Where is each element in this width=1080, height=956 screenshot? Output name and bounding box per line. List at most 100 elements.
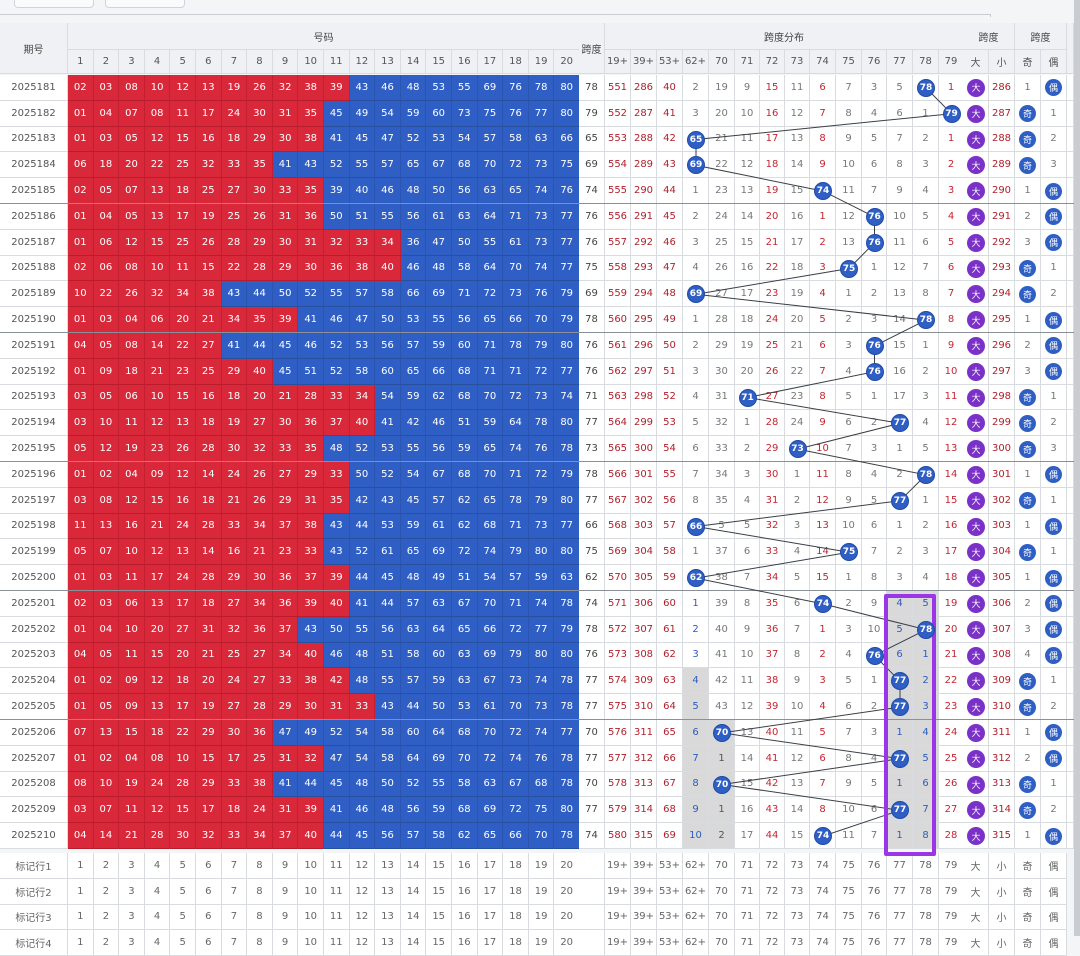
number-cell: 40	[349, 410, 376, 437]
dist-cell: 3	[836, 616, 862, 643]
period-cell: 2025209	[0, 797, 68, 824]
big-marker: 大	[967, 207, 985, 226]
odd-marker: 奇	[1019, 285, 1036, 303]
header-number-col: 1	[68, 50, 94, 74]
number-cell: 19	[119, 436, 145, 462]
number-cell: 70	[477, 462, 504, 488]
footer-dist-cell: 39+	[631, 904, 657, 931]
vertical-scrollbar[interactable]	[1074, 0, 1080, 936]
span-cell: 65	[579, 126, 605, 153]
extra-cell	[1067, 668, 1074, 695]
dist-cell: 44	[760, 823, 785, 849]
number-cell: 59	[426, 333, 452, 359]
bs-cell: 305	[989, 565, 1015, 591]
number-cell: 70	[477, 384, 504, 411]
number-cell: 39	[298, 591, 324, 617]
period-cell: 2025195	[0, 436, 68, 462]
span-marker: 71	[738, 388, 757, 407]
span-cell: 74	[579, 823, 605, 849]
number-cell: 26	[247, 487, 273, 514]
footer-dist-cell: 79	[939, 878, 964, 905]
dist-cell: 2	[913, 358, 939, 385]
dist-cell: 44	[657, 178, 683, 204]
footer-span-cell	[579, 878, 605, 905]
number-cell: 10	[68, 281, 94, 308]
footer-number-cell: 7	[221, 904, 248, 931]
footer-number-cell: 9	[272, 878, 299, 905]
span-marker: 75	[840, 543, 858, 562]
extra-cell	[1067, 410, 1074, 437]
number-cell: 59	[426, 797, 452, 824]
dist-cell: 309	[631, 668, 657, 695]
number-cell: 17	[170, 591, 196, 617]
number-cell: 68	[452, 797, 478, 824]
dist-cell: 290	[631, 178, 657, 204]
number-cell: 16	[170, 487, 196, 514]
span-cell: 71	[579, 384, 605, 411]
number-cell: 15	[170, 126, 196, 153]
number-cell: 39	[324, 75, 350, 101]
footer-number-cell: 12	[349, 878, 376, 905]
dist-cell: 23	[939, 694, 964, 720]
dist-cell: 4	[683, 255, 709, 282]
number-cell: 78	[554, 668, 580, 695]
footer-dist-cell: 75	[836, 853, 862, 879]
number-cell: 09	[119, 694, 145, 720]
dist-cell: 27	[760, 384, 785, 411]
span-cell: 76	[579, 204, 605, 230]
number-cell: 12	[144, 668, 171, 695]
dist-cell: 23	[785, 384, 810, 411]
number-cell: 37	[272, 513, 299, 540]
number-cell: 06	[119, 384, 145, 411]
big-marker: 大	[967, 440, 985, 459]
number-cell: 41	[298, 307, 324, 333]
toolbar-button-1[interactable]	[14, 0, 94, 8]
period-cell: 2025194	[0, 410, 68, 437]
span-marker: 69	[687, 156, 705, 175]
dist-cell: 39	[709, 591, 735, 617]
footer-number-cell: 19	[528, 878, 555, 905]
bs-cell: 287	[989, 100, 1015, 127]
number-cell: 18	[144, 720, 171, 746]
footer-number-cell: 10	[298, 878, 324, 905]
number-cell: 56	[452, 307, 478, 333]
number-cell: 68	[452, 462, 478, 488]
dist-cell: 11	[939, 384, 964, 411]
odd-marker: 奇	[1019, 105, 1036, 123]
number-cell: 23	[272, 539, 299, 566]
number-cell: 62	[426, 384, 452, 411]
dist-cell: 3	[862, 75, 887, 101]
dist-cell: 577	[605, 745, 631, 772]
footer-span-cell	[579, 904, 605, 931]
number-cell: 44	[349, 565, 376, 591]
number-cell: 04	[68, 642, 94, 669]
number-cell: 72	[503, 384, 529, 411]
bs-cell: 303	[989, 513, 1015, 540]
toolbar-button-2[interactable]	[105, 0, 185, 8]
header-number-col: 8	[247, 50, 273, 74]
dist-cell: 66	[657, 745, 683, 772]
header-dist-col: 75	[836, 50, 862, 74]
number-cell: 54	[349, 745, 376, 772]
number-cell: 10	[144, 75, 171, 101]
number-cell: 07	[68, 720, 94, 746]
dist-cell: 17	[939, 539, 964, 566]
number-cell: 29	[196, 720, 222, 746]
number-cell: 33	[221, 152, 248, 179]
number-cell: 18	[170, 178, 196, 204]
dist-cell: 35	[709, 487, 735, 514]
footer-number-cell: 7	[221, 878, 248, 905]
dist-cell: 14	[785, 152, 810, 179]
number-cell: 25	[196, 178, 222, 204]
footer-number-cell: 1	[68, 878, 94, 905]
dist-cell: 3	[836, 333, 862, 359]
footer-number-cell: 18	[503, 904, 529, 931]
dist-cell: 15	[735, 771, 760, 798]
number-cell: 45	[349, 126, 376, 153]
number-cell: 36	[298, 410, 324, 437]
extra-cell	[1067, 823, 1074, 849]
footer-number-cell: 3	[119, 878, 145, 905]
number-cell: 79	[503, 539, 529, 566]
number-cell: 28	[170, 771, 196, 798]
number-cell: 60	[375, 358, 401, 385]
